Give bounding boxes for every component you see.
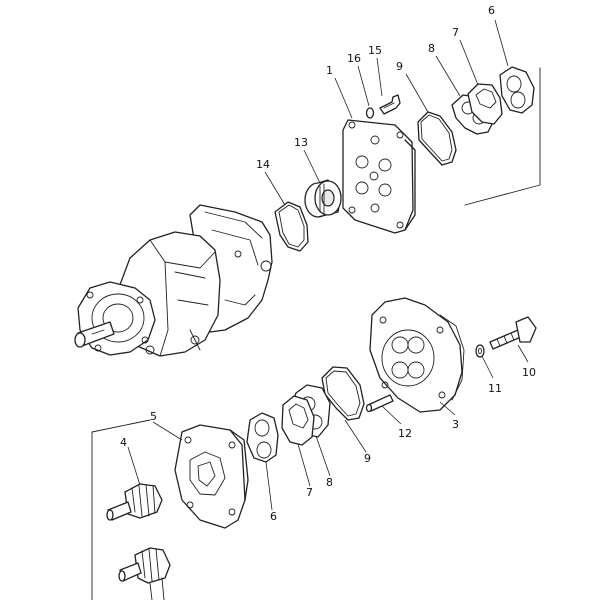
part-1-plate	[342, 119, 416, 234]
callout-10: 10	[522, 366, 536, 379]
callout-11: 11	[488, 382, 502, 395]
callout-16: 16	[347, 52, 361, 65]
part-5-driven-gear	[118, 547, 171, 600]
callout-13: 13	[294, 136, 308, 149]
part-9-oring-top	[417, 111, 457, 166]
callout-1: 1	[326, 64, 333, 77]
callout-12: 12	[398, 427, 412, 440]
callout-7-top: 7	[452, 26, 459, 39]
part-7-gasket-top	[467, 83, 503, 125]
part-7-gasket-bottom	[281, 395, 315, 446]
part-16-washer	[365, 107, 375, 119]
callout-3: 3	[452, 418, 459, 431]
callout-6-bottom: 6	[270, 510, 277, 523]
part-front-plate	[174, 424, 249, 529]
part-14-oring	[274, 201, 309, 252]
part-12-pin	[365, 394, 394, 413]
pump-assembly	[74, 204, 273, 357]
callout-15: 15	[368, 44, 382, 57]
callout-8-top: 8	[428, 42, 435, 55]
part-3-housing	[369, 297, 465, 413]
callout-9-bottom: 9	[364, 452, 371, 465]
part-10-bolt	[489, 316, 537, 350]
callout-14: 14	[256, 158, 270, 171]
part-9-oring-bottom	[321, 366, 365, 421]
callout-9-top: 9	[396, 60, 403, 73]
leader-lines	[127, 19, 529, 511]
part-6-seal-bottom	[246, 412, 279, 463]
part-11-washer	[475, 344, 485, 358]
part-6-seal-top	[499, 66, 535, 114]
callout-5: 5	[150, 410, 157, 423]
part-15-bolt	[379, 94, 401, 115]
callout-7-bottom: 7	[306, 486, 313, 499]
callout-8-bottom: 8	[326, 476, 333, 489]
frame-lines	[91, 67, 541, 600]
callout-4: 4	[120, 436, 127, 449]
callout-6-top: 6	[488, 4, 495, 17]
part-13-bearing	[304, 179, 342, 218]
callout-labels: 1 3 4 5 6 6 7 7 8 8 9 9 10 11 12 13 14 1…	[120, 4, 536, 523]
part-4-drive-gear	[106, 483, 163, 521]
